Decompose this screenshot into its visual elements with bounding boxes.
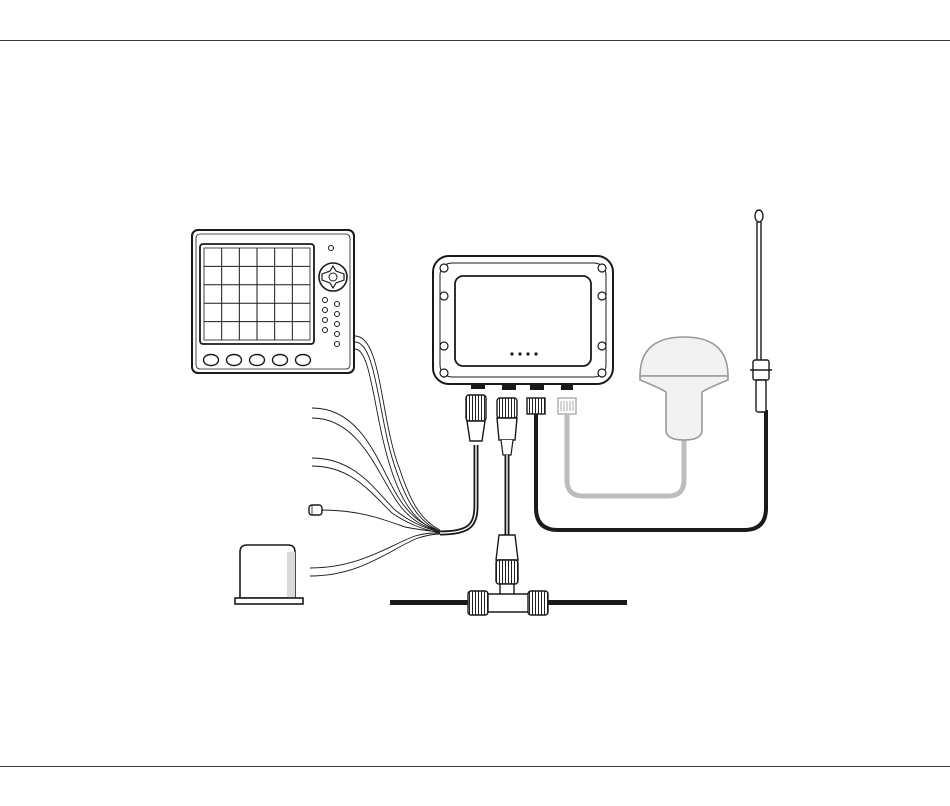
display-screen: [200, 244, 314, 344]
gps-plug-icon: [558, 398, 576, 414]
antenna-plug-icon: [527, 398, 545, 414]
small-plug-icon: [309, 505, 322, 515]
vhf-antenna-cable: [536, 410, 766, 530]
joystick-control-icon: [319, 263, 347, 291]
vhf-antenna-icon: [750, 210, 772, 412]
seatalk-connector-icon: [497, 398, 517, 455]
backbone-tee-connector-icon: [468, 535, 548, 615]
power-connector-icon: [466, 395, 486, 441]
power-cable: [440, 445, 476, 533]
multifunction-display-icon: [192, 230, 354, 373]
sensor-box-icon: [235, 545, 303, 604]
interface-box-icon: [433, 256, 613, 390]
gps-antenna-icon: [640, 337, 728, 440]
